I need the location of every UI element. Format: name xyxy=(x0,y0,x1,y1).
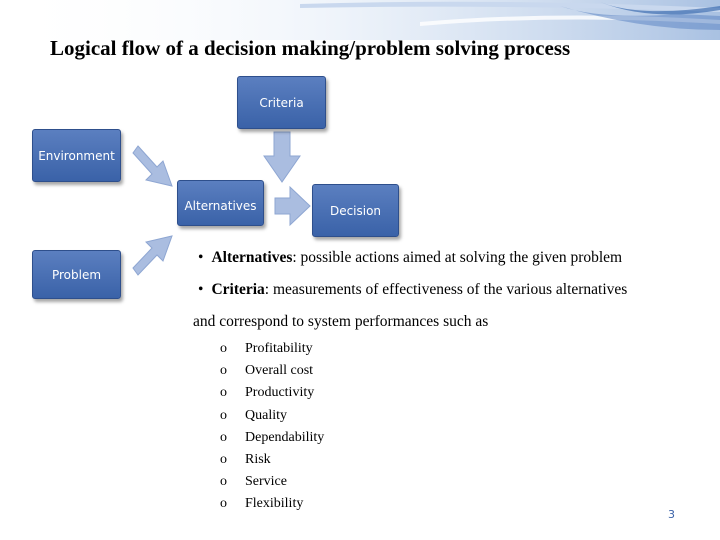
bullet-marker: • xyxy=(198,249,204,266)
list-item: o Risk xyxy=(220,449,324,471)
node-decision: Decision xyxy=(312,184,399,237)
list-marker: o xyxy=(220,474,227,490)
list-marker: o xyxy=(220,496,227,512)
bullet-alternatives: • Alternatives: possible actions aimed at… xyxy=(198,249,622,267)
bullet-term: Alternatives xyxy=(211,249,293,266)
arrow-alternatives-to-decision xyxy=(274,185,311,227)
arrow-problem-to-alternatives xyxy=(132,235,173,276)
list-item: o Flexibility xyxy=(220,493,324,515)
list-item: o Productivity xyxy=(220,382,324,404)
bullet-continuation: and correspond to system performances su… xyxy=(193,313,489,330)
bullet-term: Criteria xyxy=(211,281,265,298)
node-problem-label: Problem xyxy=(51,267,102,282)
list-item: o Quality xyxy=(220,405,324,427)
node-criteria: Criteria xyxy=(237,76,326,129)
list-item-label: Service xyxy=(245,474,287,490)
list-item-label: Productivity xyxy=(245,385,315,401)
node-criteria-label: Criteria xyxy=(259,95,304,110)
list-item-label: Flexibility xyxy=(245,496,304,512)
list-item: o Profitability xyxy=(220,338,324,360)
list-marker: o xyxy=(220,341,227,356)
list-item: o Service xyxy=(220,471,324,493)
list-item-label: Overall cost xyxy=(245,363,314,379)
list-marker: o xyxy=(220,407,227,423)
list-item-label: Profitability xyxy=(245,341,313,356)
list-marker: o xyxy=(220,429,227,445)
list-marker: o xyxy=(220,363,227,379)
slide-title: Logical flow of a decision making/proble… xyxy=(50,36,571,60)
page-number: 3 xyxy=(668,508,675,521)
node-problem: Problem xyxy=(32,250,121,299)
list-item-label: Quality xyxy=(245,407,287,423)
node-environment-label: Environment xyxy=(38,148,115,163)
list-item: o Dependability xyxy=(220,427,324,449)
node-alternatives: Alternatives xyxy=(177,180,264,226)
node-environment: Environment xyxy=(32,129,121,182)
bullet-criteria: • Criteria: measurements of effectiveness… xyxy=(198,281,627,299)
list-item: o Overall cost xyxy=(220,360,324,382)
list-item-label: Dependability xyxy=(245,429,325,445)
list-item-label: Risk xyxy=(245,451,271,467)
node-alternatives-label: Alternatives xyxy=(184,199,257,213)
bullet-text: : measurements of effectiveness of the v… xyxy=(264,281,628,298)
list-marker: o xyxy=(220,385,227,401)
arrow-criteria-to-decision xyxy=(263,131,301,183)
node-decision-label: Decision xyxy=(329,203,382,218)
arrow-environment-to-alternatives xyxy=(132,145,173,187)
list-marker: o xyxy=(220,451,227,467)
bullet-text: : possible actions aimed at solving the … xyxy=(292,249,623,266)
header-banner xyxy=(0,0,720,40)
bullet-marker: • xyxy=(198,281,204,298)
